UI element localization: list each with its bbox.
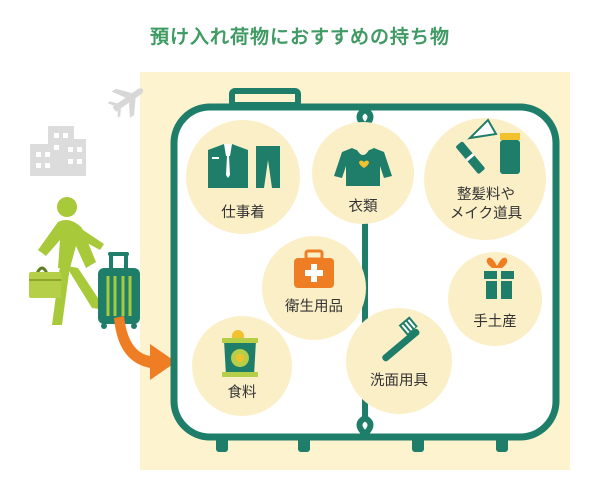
item-label-makeup-1: 整髪料や (457, 187, 515, 203)
sweater-icon (334, 148, 392, 186)
snack-bag-icon (222, 330, 258, 377)
item-makeup (424, 118, 546, 240)
makeup-brush-icon (456, 118, 520, 174)
airplane-icon (107, 88, 144, 118)
handbag-icon (29, 266, 61, 298)
item-label-snack: 食料 (227, 385, 257, 401)
arrow-icon (114, 316, 176, 380)
gift-box-icon (484, 257, 514, 299)
page-title: 預け入れ荷物におすすめの持ち物 (149, 26, 450, 48)
suit-icon (208, 144, 280, 188)
rolling-suitcase-icon (98, 252, 140, 329)
item-label-sweater: 衣類 (348, 199, 378, 215)
item-label-toothbrush: 洗面用具 (370, 373, 428, 389)
item-label-gift: 手土産 (473, 314, 517, 330)
item-label-first-aid: 衛生用品 (285, 299, 343, 315)
toothbrush-icon (382, 316, 420, 362)
building-icon (30, 126, 86, 176)
item-label-makeup-2: メイク道具 (449, 206, 523, 222)
item-label-suit: 仕事着 (221, 205, 265, 221)
first-aid-kit-icon (294, 249, 334, 288)
